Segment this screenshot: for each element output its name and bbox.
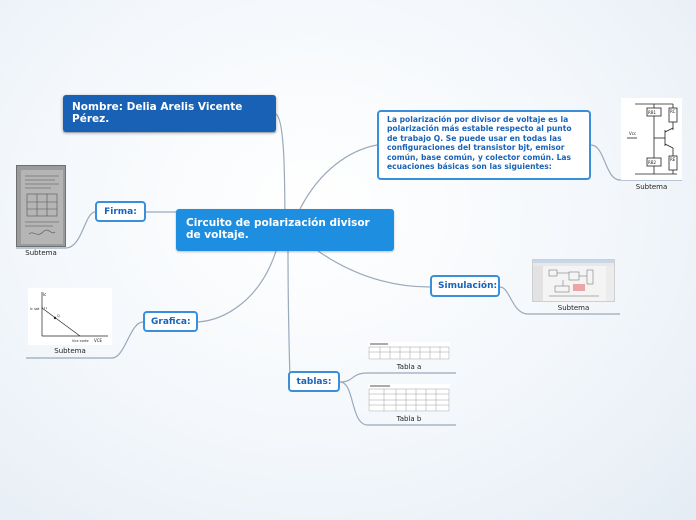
grafica-plot-image[interactable]: Ic Ic sat Q Vce corte VCE (28, 288, 112, 345)
simulacion-screenshot-image[interactable] (532, 259, 615, 302)
tabla-b-caption: Tabla b (368, 415, 450, 423)
circuit-rc-label: RC (670, 109, 676, 114)
circuit-re-label: RE (670, 157, 676, 162)
grafica-label: Grafica: (151, 317, 191, 327)
firma-photo-image[interactable] (16, 165, 66, 247)
grafica-node[interactable]: Grafica: (143, 311, 198, 332)
firma-image-caption: Subtema (16, 249, 66, 257)
circuit-diagram-image[interactable]: RB1 RB2 Vcc RC RE (621, 98, 682, 180)
author-node[interactable]: Nombre: Delia Arelis Vicente Pérez. (63, 95, 276, 132)
table-b-icon (368, 384, 450, 412)
simulation-screenshot-icon (533, 260, 615, 302)
author-label: Nombre: Delia Arelis Vicente Pérez. (72, 101, 242, 125)
load-line-graph-icon: Ic Ic sat Q Vce corte VCE (28, 288, 112, 345)
signature-sheet-icon (17, 166, 66, 247)
graph-q-label: Q (57, 314, 60, 318)
circuit-rb2-label: RB2 (648, 160, 657, 165)
firma-label: Firma: (104, 207, 137, 217)
firma-node[interactable]: Firma: (95, 201, 146, 222)
simulacion-image-caption: Subtema (532, 304, 615, 312)
grafica-image-caption: Subtema (28, 347, 112, 355)
circuit-rb1-label: RB1 (648, 110, 657, 115)
bjt-circuit-icon: RB1 RB2 Vcc RC RE (621, 98, 682, 180)
central-topic[interactable]: Circuito de polarización divisor de volt… (176, 209, 394, 251)
tabla-a-caption: Tabla a (368, 363, 450, 371)
graph-icsat-label: Ic sat (30, 307, 40, 311)
tabla-b-image[interactable] (368, 384, 450, 412)
simulacion-node[interactable]: Simulación: (430, 275, 500, 297)
graph-ic-label: Ic (43, 292, 46, 297)
tabla-a-image[interactable] (368, 342, 450, 360)
circuit-vcc-label: Vcc (629, 131, 636, 136)
graph-vcecut-label: Vce corte (72, 339, 89, 343)
description-node[interactable]: La polarización por divisor de voltaje e… (377, 110, 591, 180)
link-tabla-a (340, 373, 456, 382)
graph-vce-label: VCE (94, 338, 103, 343)
link-simulacion (318, 251, 430, 287)
tablas-label: tablas: (297, 377, 332, 387)
tablas-node[interactable]: tablas: (288, 371, 340, 392)
link-description (300, 145, 377, 209)
description-text: La polarización por divisor de voltaje e… (387, 115, 572, 171)
link-tablas (288, 251, 290, 382)
table-a-icon (368, 342, 450, 360)
link-grafica (198, 251, 276, 322)
description-image-caption: Subtema (621, 183, 682, 191)
simulacion-label: Simulación: (438, 281, 497, 291)
central-topic-title: Circuito de polarización divisor de volt… (186, 217, 370, 241)
